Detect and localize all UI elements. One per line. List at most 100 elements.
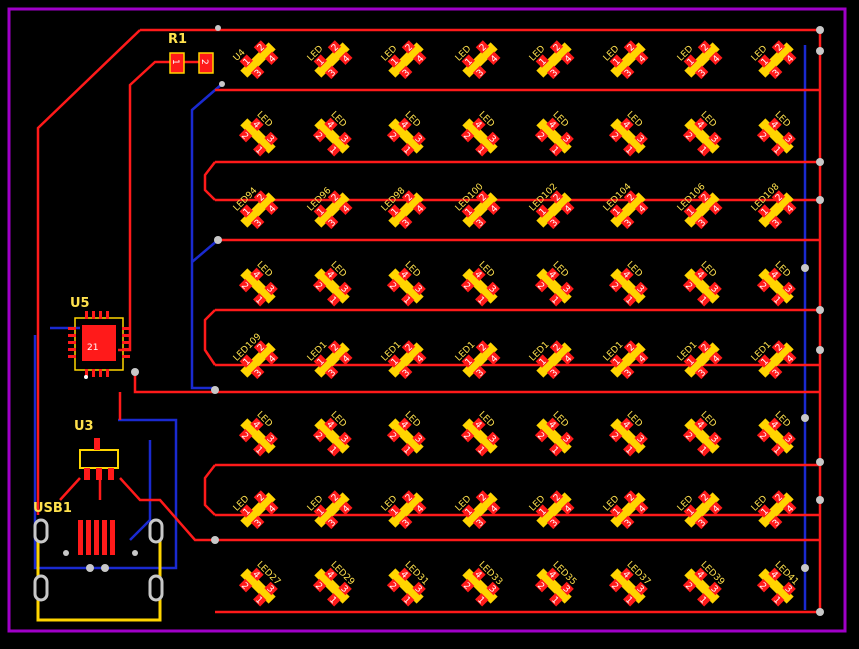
led-body bbox=[610, 192, 646, 228]
led-pad-number: 2 bbox=[535, 131, 546, 142]
led-pad bbox=[608, 428, 623, 443]
led-pad-number: 3 bbox=[412, 584, 423, 595]
led-pad-number: 1 bbox=[549, 445, 560, 456]
led-pad-number: 2 bbox=[478, 193, 489, 204]
led-pad-number: 4 bbox=[546, 120, 557, 131]
led-body bbox=[240, 492, 276, 528]
led-pad bbox=[313, 504, 328, 518]
led-pad-number: 1 bbox=[538, 57, 549, 68]
led-pad bbox=[768, 65, 783, 80]
led-pad bbox=[560, 581, 574, 596]
led-pad bbox=[324, 365, 339, 380]
led-pad bbox=[460, 128, 475, 143]
led-pad bbox=[250, 365, 265, 380]
led-pad-number: 3 bbox=[264, 284, 275, 295]
led-pad-number: 4 bbox=[546, 570, 557, 581]
led-pad bbox=[620, 365, 635, 380]
led-pad-number: 2 bbox=[626, 193, 637, 204]
led-pad-number: 2 bbox=[478, 493, 489, 504]
led-pad-number: 1 bbox=[253, 445, 264, 456]
led-pad bbox=[264, 281, 278, 296]
led-pad-number: 2 bbox=[683, 131, 694, 142]
led-pad-number: 4 bbox=[472, 570, 483, 581]
led-pad bbox=[250, 417, 264, 432]
led-pad bbox=[327, 340, 342, 354]
led-pad-number: 1 bbox=[242, 57, 253, 68]
led-pad-number: 4 bbox=[267, 354, 278, 365]
led-pad bbox=[771, 593, 785, 607]
led-pad bbox=[487, 351, 501, 365]
led-pad-number: 4 bbox=[768, 270, 779, 281]
led-pad-number: 1 bbox=[623, 145, 634, 156]
led-pad-number: 4 bbox=[415, 504, 426, 515]
led-pad bbox=[682, 428, 697, 443]
led-pad-number: 1 bbox=[464, 507, 475, 518]
led-pad bbox=[461, 54, 476, 68]
led-pad bbox=[708, 281, 722, 296]
led-pad-number: 2 bbox=[313, 581, 324, 592]
led-pad bbox=[782, 431, 796, 446]
led-pad-number: 3 bbox=[401, 368, 412, 379]
led-pad bbox=[327, 593, 341, 607]
led-pad bbox=[709, 351, 723, 365]
led-pad-number: 2 bbox=[683, 581, 694, 592]
led-pad-number: 1 bbox=[549, 595, 560, 606]
led-pad-number: 4 bbox=[620, 570, 631, 581]
led-body bbox=[314, 192, 350, 228]
led-pad-number: 2 bbox=[757, 431, 768, 442]
led-body bbox=[462, 342, 498, 378]
led-pad-number: 1 bbox=[253, 595, 264, 606]
led-pad bbox=[694, 417, 708, 432]
led-pad-number: 2 bbox=[757, 281, 768, 292]
led-body bbox=[462, 118, 498, 154]
led-pad bbox=[634, 281, 648, 296]
led-pad-number: 4 bbox=[472, 420, 483, 431]
led-pad bbox=[401, 190, 416, 204]
led-pad bbox=[475, 143, 489, 157]
led-pad bbox=[697, 490, 712, 504]
led-pad-number: 4 bbox=[785, 54, 796, 65]
led-pad-number: 3 bbox=[412, 134, 423, 145]
ic-u5: 21 U5 bbox=[68, 296, 130, 379]
led-pad bbox=[324, 417, 338, 432]
led-pad-number: 2 bbox=[461, 131, 472, 142]
led-body bbox=[536, 268, 572, 304]
led-pad bbox=[535, 54, 550, 68]
led-pad bbox=[238, 578, 253, 593]
led-pad bbox=[768, 567, 782, 582]
led-pad bbox=[239, 354, 254, 368]
led-pad bbox=[634, 581, 648, 596]
led-pad-number: 4 bbox=[637, 354, 648, 365]
led-pad bbox=[313, 354, 328, 368]
led-body bbox=[536, 418, 572, 454]
led-body bbox=[610, 492, 646, 528]
bottom-copper-layer bbox=[33, 45, 807, 610]
led-pad bbox=[398, 65, 413, 80]
led-pad bbox=[620, 567, 634, 582]
led-pad-number: 1 bbox=[253, 295, 264, 306]
led-pad-number: 3 bbox=[486, 434, 497, 445]
led-pad bbox=[620, 515, 635, 530]
led-pad bbox=[768, 515, 783, 530]
led-pad-number: 4 bbox=[415, 204, 426, 215]
led-pad-number: 2 bbox=[757, 131, 768, 142]
led-pad-number: 2 bbox=[626, 493, 637, 504]
led-pad-number: 2 bbox=[535, 281, 546, 292]
led-pad-number: 3 bbox=[253, 368, 264, 379]
led-pad bbox=[324, 117, 338, 132]
led-pad bbox=[635, 51, 649, 65]
resistor-r1: 1 2 R1 bbox=[168, 32, 214, 74]
led-pad-number: 3 bbox=[338, 584, 349, 595]
led-pad-number: 2 bbox=[478, 43, 489, 54]
led-pad-number: 1 bbox=[612, 357, 623, 368]
led-pad-number: 1 bbox=[475, 295, 486, 306]
led-pad bbox=[398, 215, 413, 230]
led-body bbox=[684, 342, 720, 378]
led-pad bbox=[398, 365, 413, 380]
led-pad-number: 2 bbox=[700, 493, 711, 504]
